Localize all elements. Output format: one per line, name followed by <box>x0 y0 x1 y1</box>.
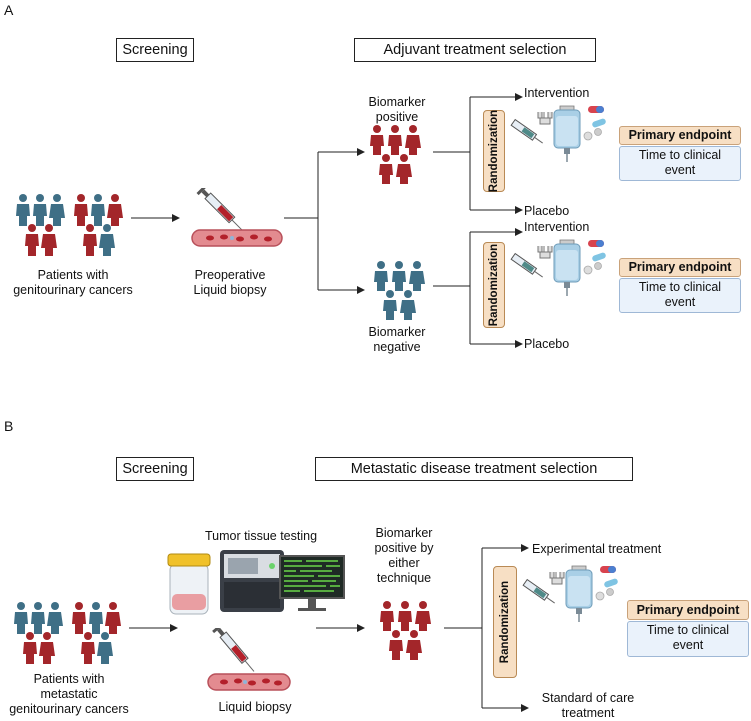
endpoint-text-neg-line1: Time to clinical <box>638 280 722 294</box>
randomization-badge-pos: Randomization <box>483 110 505 192</box>
iv-bag-icon <box>537 239 581 296</box>
endpoint-text-b-line1: Time to clinical <box>646 623 730 637</box>
blood-vessel-icon <box>207 673 291 691</box>
negative-group-icon <box>374 261 425 320</box>
positive-label-a-line2: positive <box>375 110 419 124</box>
positive-group-icon <box>370 125 421 184</box>
negative-label-a-line2: negative <box>373 340 421 354</box>
iv-bag-icon <box>537 105 581 162</box>
randomization-badge-neg: Randomization <box>483 242 505 328</box>
primary-endpoint-title-neg: Primary endpoint <box>619 258 741 277</box>
randomization-badge-b: Randomization <box>493 566 517 678</box>
positive-label-b-line2: positive by <box>374 541 434 555</box>
treatment-illustration-b <box>522 565 618 622</box>
randomization-label-neg: Randomization <box>488 243 500 327</box>
metastatic-selection-box: Metastatic disease treatment selection <box>315 457 633 481</box>
positive-label-b: Biomarker positive by either technique <box>358 526 450 586</box>
syringe-icon <box>212 628 255 672</box>
syringe-icon <box>510 252 543 278</box>
patients-label-a-line2: genitourinary cancers <box>13 283 133 297</box>
treatment-illustration-pos <box>510 105 606 162</box>
pill-icon <box>595 566 618 601</box>
liquid-biopsy-icon <box>191 188 283 247</box>
panel-b-letter: B <box>4 418 14 434</box>
placebo-label-pos: Placebo <box>524 204 570 218</box>
intervention-label-pos: Intervention <box>524 86 590 100</box>
patients-group-icon-b <box>14 602 121 664</box>
biopsy-label-a-line2: Liquid biopsy <box>193 283 267 297</box>
tissue-testing-illustration <box>167 550 345 615</box>
tissue-label: Tumor tissue testing <box>204 529 318 543</box>
endpoint-text-pos-line1: Time to clinical <box>638 148 722 162</box>
patients-label-b-line1: Patients with <box>33 672 105 686</box>
person-icon <box>380 601 431 660</box>
positive-label-a-line1: Biomarker <box>368 95 426 109</box>
negative-label-a-line1: Biomarker <box>368 325 426 339</box>
randomization-label-pos: Randomization <box>488 109 500 193</box>
endpoint-text-b-line2: event <box>672 638 704 652</box>
positive-label-a: Biomarker positive <box>352 95 442 125</box>
person-icon <box>370 125 421 184</box>
monitor-icon <box>279 555 345 611</box>
positive-label-b-line3: either <box>388 556 420 570</box>
patients-label-b: Patients with metastatic genitourinary c… <box>4 672 134 717</box>
liquid-biopsy-icon-b <box>207 628 291 691</box>
blood-vessel-icon <box>191 229 283 247</box>
primary-endpoint-body-neg: Time to clinical event <box>619 278 741 313</box>
standard-of-care-label: Standard of care treatment <box>528 691 648 721</box>
biopsy-label-a-line1: Preoperative <box>194 268 266 282</box>
intervention-label-neg: Intervention <box>524 220 590 234</box>
placebo-label-neg: Placebo <box>524 337 570 351</box>
primary-endpoint-body-pos: Time to clinical event <box>619 146 741 181</box>
person-icon <box>374 261 425 320</box>
primary-endpoint-title-b: Primary endpoint <box>627 600 749 620</box>
patients-group-icon <box>16 194 123 256</box>
syringe-icon <box>522 578 555 604</box>
panel-a-letter: A <box>4 2 14 18</box>
positive-label-b-line4: technique <box>376 571 432 585</box>
patients-label-a: Patients with genitourinary cancers <box>8 268 138 298</box>
primary-endpoint-title-pos: Primary endpoint <box>619 126 741 145</box>
screening-box: Screening <box>116 38 194 62</box>
patients-label-a-line1: Patients with <box>37 268 109 282</box>
syringe-icon <box>510 118 543 144</box>
sequencer-icon <box>220 550 284 612</box>
syringe-icon <box>196 188 243 231</box>
experimental-treatment-label: Experimental treatment <box>532 542 662 556</box>
endpoint-text-neg-line2: event <box>664 295 696 309</box>
positive-label-b-line1: Biomarker <box>375 526 433 540</box>
specimen-jar-icon <box>167 553 211 615</box>
endpoint-text-pos-line2: event <box>664 163 696 177</box>
treatment-illustration-neg <box>510 239 606 296</box>
primary-endpoint-body-b: Time to clinical event <box>627 621 749 657</box>
standard-of-care-line2: treatment <box>561 706 615 720</box>
liquid-biopsy-label-b: Liquid biopsy <box>218 700 292 714</box>
biopsy-label-a: Preoperative Liquid biopsy <box>180 268 280 298</box>
patients-label-b-line2: metastatic <box>40 687 98 701</box>
positive-group-icon-b <box>380 601 431 660</box>
randomization-label-b: Randomization <box>499 580 511 664</box>
pill-icon <box>583 240 606 275</box>
screening-box-b: Screening <box>116 457 194 481</box>
person-icon <box>14 602 121 664</box>
patients-label-b-line3: genitourinary cancers <box>9 702 129 716</box>
negative-label-a: Biomarker negative <box>352 325 442 355</box>
person-icon <box>16 194 123 256</box>
standard-of-care-line1: Standard of care <box>541 691 635 705</box>
adjuvant-selection-box: Adjuvant treatment selection <box>354 38 596 62</box>
pill-icon <box>583 106 606 141</box>
iv-bag-icon <box>549 565 593 622</box>
